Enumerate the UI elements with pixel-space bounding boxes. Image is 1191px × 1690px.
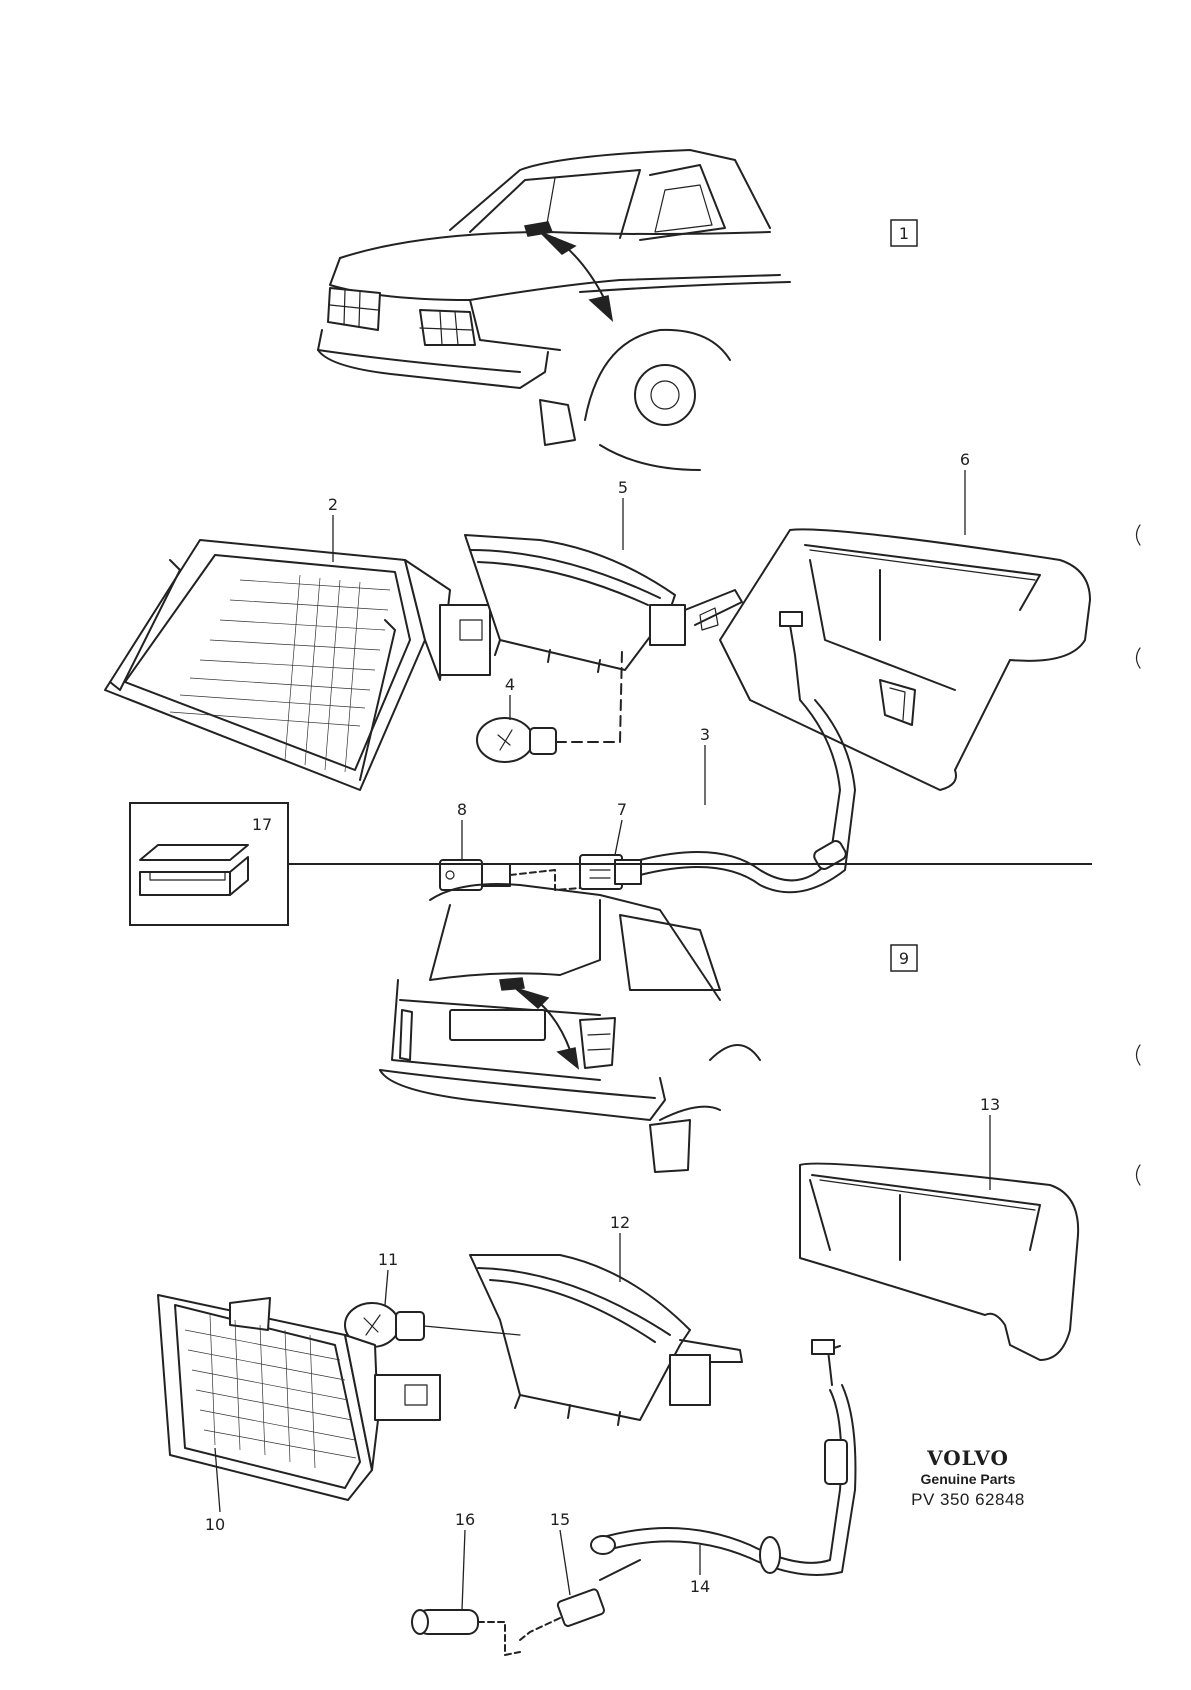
callout-3: 3 [700, 725, 710, 805]
part-13-cover [799, 1162, 1080, 1361]
callout-15-label: 15 [550, 1510, 570, 1529]
part-5-lamp-holder [464, 534, 743, 673]
part-4-bulb [476, 649, 623, 763]
callout-2: 2 [328, 495, 338, 562]
callout-13-label: 13 [980, 1095, 1000, 1114]
brand-tagline: Genuine Parts [920, 1471, 1016, 1487]
callout-7: 7 [614, 800, 627, 856]
part-14-wiring-harness [590, 1339, 857, 1576]
callout-12-label: 12 [610, 1213, 630, 1232]
callout-5-label: 5 [618, 478, 628, 497]
diagram-reference: PV 350 62848 [911, 1490, 1025, 1509]
inset-17-number: 17 [252, 815, 272, 834]
callout-11: 11 [378, 1250, 398, 1306]
brand-logo: VOLVO [927, 1446, 1009, 1470]
section-9-number: 9 [899, 949, 909, 968]
part-10-lens [157, 1294, 441, 1501]
callout-14-label: 14 [690, 1577, 710, 1596]
estate-rear-view [379, 883, 761, 1173]
callout-2-label: 2 [328, 495, 338, 514]
part-8-connector [439, 859, 581, 891]
callout-4-label: 4 [505, 675, 515, 694]
part-2-lens [104, 539, 491, 791]
callout-15: 15 [550, 1510, 571, 1596]
callout-10: 10 [205, 1447, 225, 1534]
callout-5: 5 [618, 478, 628, 550]
section-1-number: 1 [899, 224, 909, 243]
callout-3-label: 3 [700, 725, 710, 744]
callout-7-label: 7 [617, 800, 627, 819]
callout-4: 4 [505, 675, 515, 720]
callout-8: 8 [457, 800, 467, 860]
margin-marks [1135, 524, 1141, 1186]
part-6-cover [719, 528, 1091, 791]
callout-8-label: 8 [457, 800, 467, 819]
callout-11-label: 11 [378, 1250, 398, 1269]
section-1-label: 1 [890, 219, 918, 247]
part-12-lamp-holder [469, 1254, 743, 1426]
callout-6: 6 [960, 450, 970, 535]
part-15-connector [519, 1559, 641, 1641]
part-16-connector [411, 1609, 521, 1656]
callout-16-label: 16 [455, 1510, 475, 1529]
inset-17-box: 17 [129, 802, 289, 926]
callout-13: 13 [980, 1095, 1000, 1190]
callout-10-label: 10 [205, 1515, 225, 1534]
brand-block: VOLVO Genuine Parts PV 350 62848 [898, 1446, 1038, 1512]
section-9-label: 9 [890, 944, 918, 972]
callout-6-label: 6 [960, 450, 970, 469]
part-11-bulb [344, 1302, 521, 1348]
part-3-wiring-harness [639, 611, 856, 894]
callout-12: 12 [610, 1213, 630, 1282]
sedan-rear-view [317, 149, 791, 471]
callout-16: 16 [455, 1510, 475, 1611]
callout-14: 14 [690, 1545, 710, 1596]
part-7-connector [579, 854, 642, 890]
